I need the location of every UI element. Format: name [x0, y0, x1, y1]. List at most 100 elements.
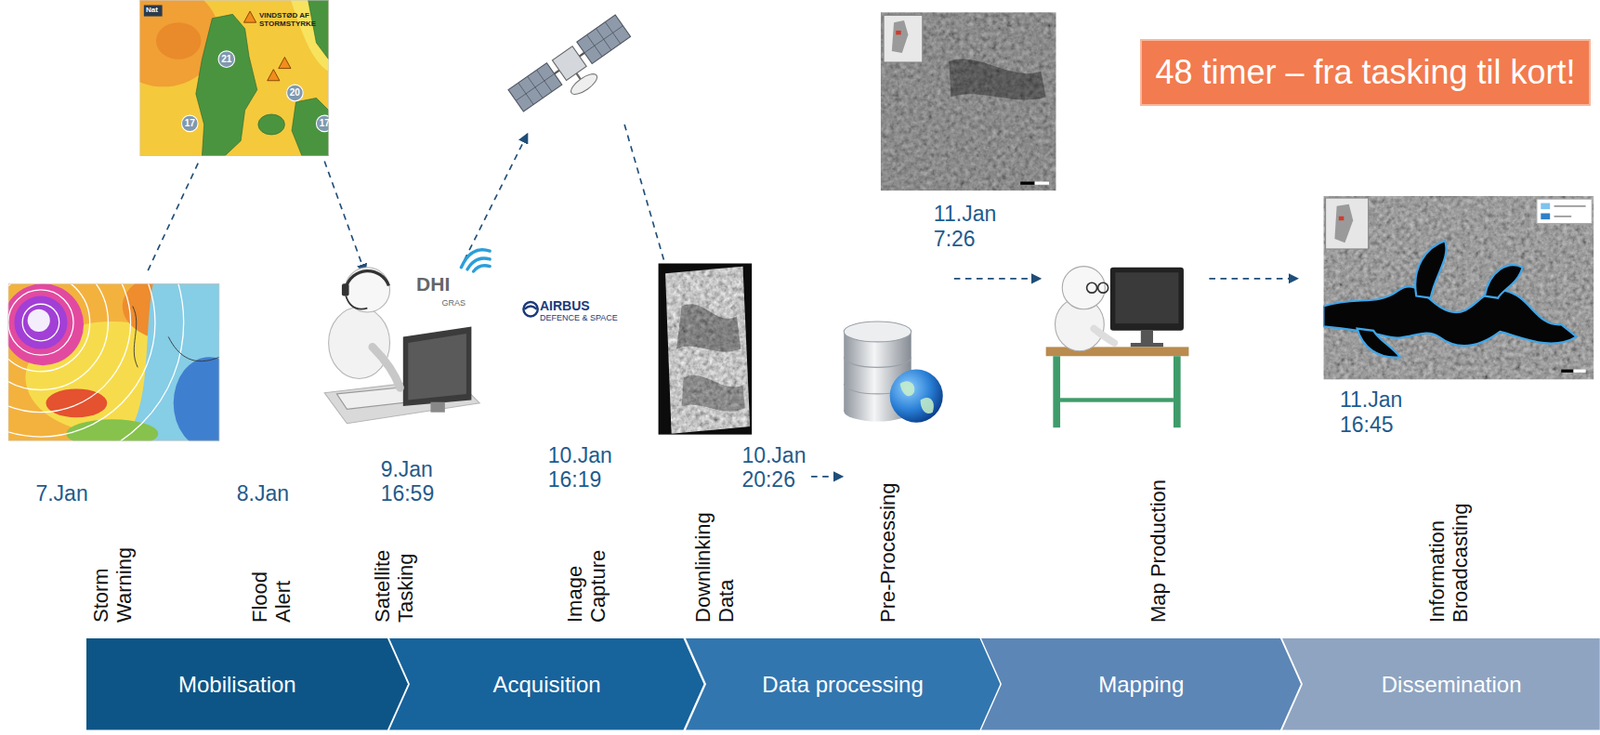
storm-forecast-map	[27, 309, 51, 332]
storm-forecast-map	[8, 283, 84, 366]
weather-warning-map	[243, 11, 256, 23]
database-icon	[843, 321, 911, 342]
satellite-icon	[551, 46, 587, 81]
step-label: Map Production	[1147, 479, 1171, 623]
flood-map	[1540, 213, 1550, 221]
satellite-map	[880, 12, 1057, 191]
satellite-image	[657, 262, 752, 434]
satellite-icon	[577, 14, 631, 64]
storm-forecast-map	[8, 283, 132, 412]
weather-warning-map	[278, 56, 291, 68]
date-label: 10.Jan 20:26	[741, 443, 806, 493]
flood-map	[1540, 203, 1550, 210]
airbus-emblem	[523, 301, 538, 316]
analyst-figure	[1110, 267, 1184, 331]
date-label: 9.Jan 16:59	[380, 457, 435, 507]
satellite-map	[1020, 181, 1035, 184]
weather-warning-map	[290, 0, 329, 72]
weather-warning-map	[196, 0, 329, 157]
flood-map	[1338, 216, 1344, 221]
flood-map	[1357, 328, 1401, 358]
storm-forecast-map	[13, 295, 67, 349]
flood-map	[1484, 264, 1523, 298]
satellite-map	[895, 30, 901, 35]
dhi-logo-waves	[473, 265, 491, 272]
logo-text: AIRBUS	[539, 298, 591, 314]
weather-warning-map	[308, 0, 329, 60]
storm-forecast-map	[8, 283, 184, 441]
storm-forecast-map	[8, 283, 220, 441]
weather-warning-map	[139, 0, 328, 157]
flood-map	[1323, 196, 1594, 381]
analyst-figure	[1087, 282, 1098, 293]
flood-map	[1334, 204, 1353, 244]
flow-arrow	[954, 277, 1041, 280]
satellite-image	[681, 375, 746, 412]
operator-figure	[345, 271, 389, 289]
dhi-logo-waves	[460, 249, 490, 272]
satellite-map	[883, 14, 923, 63]
analyst-figure	[1098, 282, 1109, 293]
flood-map	[1554, 206, 1587, 217]
flood-map	[1415, 240, 1446, 299]
operator-figure	[324, 267, 480, 424]
flood-map	[1573, 369, 1586, 373]
step-label: Downlinking Data	[692, 511, 738, 623]
logo-text: DHI	[416, 273, 450, 296]
satellite-icon	[508, 14, 642, 127]
database-icon	[890, 369, 944, 423]
flow-arrow	[147, 124, 1299, 477]
flood-map	[1325, 197, 1369, 250]
phase-chevron: Data processing	[685, 638, 1000, 731]
analyst-figure	[1093, 328, 1115, 343]
satellite-icon	[577, 14, 631, 64]
flood-map	[1323, 196, 1594, 381]
satellite-image	[657, 262, 752, 434]
analyst-figure	[1046, 266, 1190, 429]
analyst-figure	[1060, 397, 1174, 402]
date-label: 11.Jan 7:26	[933, 201, 997, 251]
storm-forecast-map	[45, 388, 107, 418]
weather-warning-map	[267, 69, 280, 81]
operator-figure	[403, 326, 473, 407]
logo-text: GRAS	[442, 298, 467, 308]
satellite-image	[676, 303, 741, 353]
operator-figure	[344, 267, 390, 313]
chevron-shape	[389, 638, 704, 731]
operator-figure	[345, 295, 368, 309]
flood-map	[1536, 198, 1592, 223]
satellite-icon	[508, 63, 563, 112]
phase-label: Data processing	[761, 671, 923, 698]
analyst-figure	[1097, 287, 1099, 289]
step-label: Pre-Processing	[877, 483, 901, 623]
operator-figure	[430, 402, 445, 413]
phase-chevron: Mapping	[981, 638, 1301, 731]
analyst-figure	[1130, 342, 1164, 347]
storm-forecast-map	[8, 283, 184, 441]
flow-arrow	[464, 133, 528, 261]
step-label: Image Capture	[563, 550, 610, 623]
flow-arrow	[147, 161, 199, 272]
operator-figure	[407, 333, 467, 400]
date-label: 10.Jan 16:19	[548, 443, 613, 493]
airbus-emblem	[524, 305, 537, 309]
chevron-shape	[86, 638, 408, 731]
storm-forecast-map	[8, 283, 91, 371]
database-icon	[900, 380, 934, 414]
analyst-figure	[1173, 355, 1181, 428]
step-label: Information Broadcasting	[1426, 503, 1472, 623]
storm-forecast-map	[173, 356, 220, 441]
phase-label: Mobilisation	[178, 671, 297, 698]
flow-arrow	[324, 161, 366, 275]
satellite-map	[948, 59, 1046, 101]
weather-warning-map	[139, 0, 328, 157]
map-value: 17	[310, 118, 339, 130]
flood-map	[1323, 196, 1594, 381]
map-value: 20	[280, 87, 309, 99]
satellite-icon	[567, 70, 601, 99]
database-icon	[843, 321, 944, 423]
phase-label: Acquisition	[493, 671, 602, 698]
flood-map	[1323, 240, 1576, 357]
